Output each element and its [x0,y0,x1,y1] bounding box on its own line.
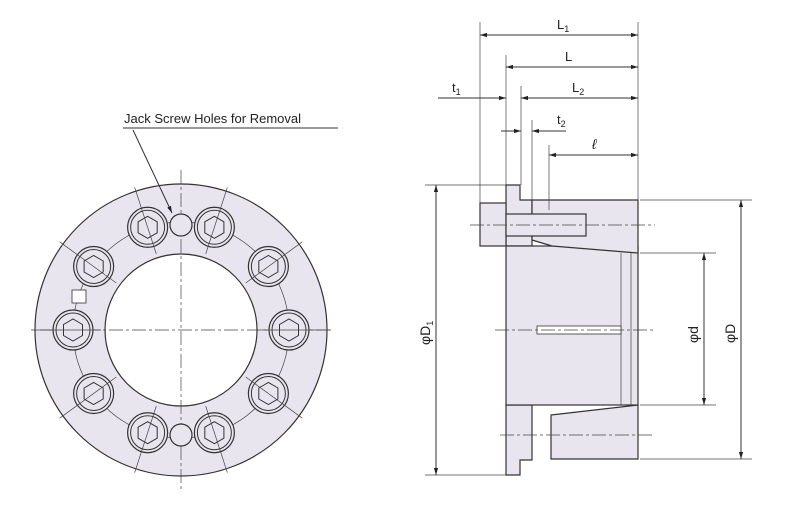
hub [505,245,639,406]
label-L2: L2 [572,80,584,97]
callout-label: Jack Screw Holes for Removal [124,111,301,126]
callout-leader [132,129,173,214]
label-D: φD [722,324,738,343]
hex-socket-icon [204,215,225,239]
bolt [31,309,101,351]
hex-socket-icon [258,381,279,406]
front-view: Jack Screw Holes for Removal [31,111,338,490]
hex-socket-icon [258,254,279,279]
marking-symbol [71,289,87,304]
bolt [245,372,303,419]
hex-socket-icon [137,215,158,239]
label-l: ℓ [591,136,597,152]
bolts [31,187,331,473]
bolt [261,309,331,351]
hex-socket-icon [83,254,104,279]
label-t2: t2 [557,112,566,129]
label-L1: L1 [557,17,569,34]
jack-screw-hole [169,213,193,237]
hex-socket-icon [204,421,225,445]
bolt-head [479,202,507,247]
label-L: L [565,49,572,64]
label-d: φd [685,326,701,343]
bolt [193,405,235,473]
hex-socket-icon [137,421,158,445]
flange-lower [505,404,533,476]
bolt [245,241,303,288]
side-view: L1 L t1 L2 t2 ℓ φD1 φd φD [417,17,752,476]
jack-screw-hole [169,423,193,447]
bolt [59,372,117,419]
hex-socket-icon [63,318,83,342]
bolt [193,187,235,255]
hex-socket-icon [83,381,104,406]
label-t1: t1 [452,80,461,97]
bolt [127,405,169,473]
bolt [59,241,117,288]
outer-ring-lower [550,404,639,460]
hex-socket-icon [279,318,299,342]
bolt [127,187,169,255]
label-D1: φD1 [417,321,435,345]
